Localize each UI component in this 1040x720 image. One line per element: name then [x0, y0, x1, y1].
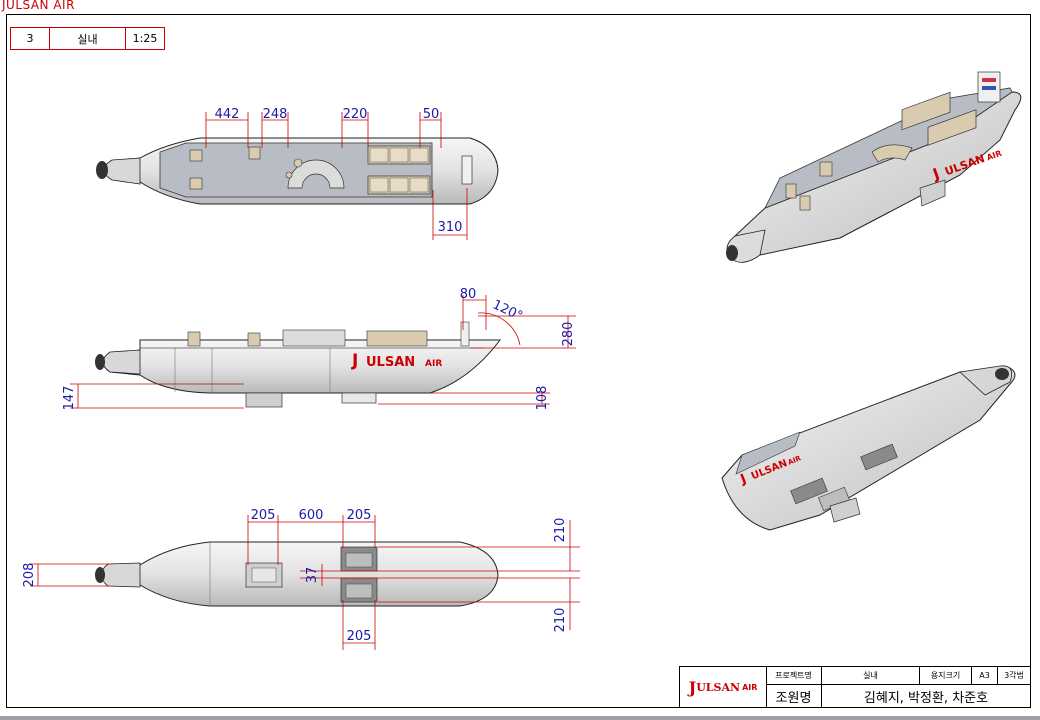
- team-members: 김혜지, 박정환, 차준호: [863, 690, 989, 706]
- side-view-door-right: [341, 392, 377, 404]
- iso-bottom-hatch: [790, 477, 828, 505]
- iso-bottom-fin: [829, 497, 861, 523]
- top-view-chair: [248, 146, 261, 160]
- drawing-frame: [6, 14, 1031, 708]
- side-view: J ULSAN AIR 80 120° 280 147: [62, 287, 576, 410]
- top-view-stool: [285, 171, 293, 179]
- side-view-dimension-lines: [70, 295, 576, 409]
- sheet-scale: 1:25: [132, 32, 158, 45]
- title-block-logo: J ULSAN AIR: [680, 667, 767, 707]
- top-view-bookshelf: [461, 155, 473, 185]
- iso-top-chair: [819, 161, 833, 177]
- sheet-name: 실내: [50, 28, 126, 49]
- paper-size-value: A3: [972, 667, 998, 685]
- project-value: 실내: [822, 667, 920, 685]
- top-view-engine-nozzle: [96, 161, 108, 179]
- dim-280: 280: [561, 322, 576, 347]
- project-label: 프로젝트명: [766, 667, 822, 685]
- iso-bottom-hatch: [860, 443, 898, 471]
- dim-210-upper: 210: [553, 518, 568, 543]
- team-label: 조원명: [766, 685, 822, 707]
- iso-top-hull-side: [734, 91, 1022, 256]
- dim-442: 442: [215, 107, 240, 122]
- iso-top-seat: [799, 195, 811, 211]
- top-view-dimension-lines: [205, 112, 468, 240]
- dim-210-lower: 210: [553, 608, 568, 633]
- projection-method: 3각법: [998, 667, 1030, 685]
- dim-120-degree: 120°: [490, 297, 525, 324]
- svg-text:J: J: [351, 351, 358, 371]
- top-view-stool: [293, 158, 303, 168]
- dim-205-bottom: 205: [347, 629, 372, 644]
- side-view-bar: [282, 329, 346, 347]
- dim-108: 108: [535, 386, 550, 411]
- side-view-chair: [247, 332, 261, 347]
- sheet-header-box: 3 실내 1:25: [10, 27, 165, 50]
- dim-205-right: 205: [347, 508, 372, 523]
- iso-top-nozzle: [726, 245, 738, 261]
- bottom-rule: [0, 716, 1040, 720]
- side-view-engine-nozzle: [95, 354, 105, 370]
- top-view-sofa-lower: [367, 175, 431, 195]
- svg-text:J: J: [738, 472, 749, 488]
- iso-top-sofa: [927, 109, 977, 146]
- iso-top-seat: [785, 183, 797, 199]
- side-view-door-left: [245, 392, 283, 408]
- dim-600: 600: [299, 508, 324, 523]
- dim-310: 310: [438, 220, 463, 235]
- dim-50: 50: [423, 107, 440, 122]
- iso-bottom-nozzle: [995, 368, 1009, 380]
- iso-top-fin: [919, 179, 946, 207]
- title-block: J ULSAN AIR 프로젝트명 실내 용지크기 A3 3각법 조원명 김혜지…: [679, 666, 1031, 708]
- bottom-view-engine-nozzle: [95, 567, 105, 583]
- top-view-seat: [189, 149, 203, 162]
- bottom-view-nose-cone: [100, 562, 141, 588]
- dim-248: 248: [263, 107, 288, 122]
- top-view-seat: [189, 177, 203, 190]
- bottom-view: 205 600 205 208 37 210 210 205: [22, 508, 580, 650]
- top-view: 442 248 220 50 310: [96, 107, 499, 240]
- svg-text:AIR: AIR: [425, 359, 442, 369]
- side-view-bookshelf: [460, 321, 470, 347]
- paper-size-label: 용지크기: [920, 667, 972, 685]
- dim-37: 37: [305, 567, 320, 584]
- dim-205-left: 205: [251, 508, 276, 523]
- bottom-view-hull: [101, 541, 499, 607]
- side-view-sofa: [366, 330, 428, 347]
- iso-bottom-deck-edge: [735, 431, 801, 475]
- iso-top-bar: [871, 144, 913, 163]
- dim-208: 208: [22, 563, 37, 588]
- isometric-view-bottom: J ULSAN AIR: [721, 365, 1016, 531]
- isometric-view-top: J ULSAN AIR: [726, 71, 1022, 263]
- dim-80: 80: [460, 287, 477, 302]
- side-view-seat: [187, 331, 201, 347]
- side-view-nose-cone: [102, 349, 141, 375]
- top-view-sofa-upper: [367, 145, 431, 165]
- iso-top-sofa: [901, 91, 951, 131]
- dim-220: 220: [343, 107, 368, 122]
- dim-147: 147: [62, 386, 77, 411]
- top-view-nose-cone: [103, 157, 141, 185]
- svg-text:ULSAN: ULSAN: [366, 355, 415, 370]
- sheet-brand-label: JULSAN AIR: [2, 0, 75, 12]
- side-view-hull-logo: J ULSAN AIR: [351, 351, 442, 371]
- bottom-view-dimension-lines: [30, 515, 580, 650]
- sheet-number: 3: [11, 28, 50, 49]
